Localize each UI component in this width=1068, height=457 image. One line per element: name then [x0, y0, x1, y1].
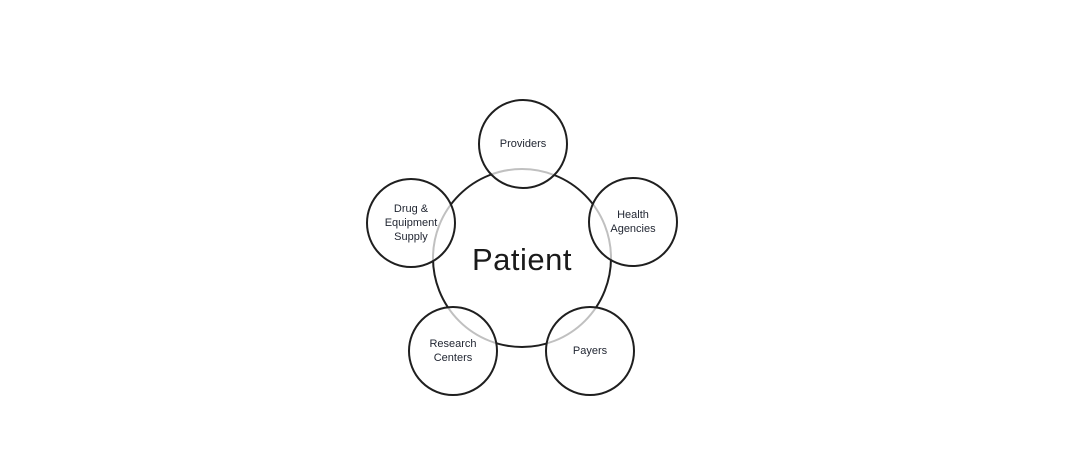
satellite-circle-health-agencies: Health Agencies	[588, 177, 678, 267]
satellite-circle-drug-equipment-supply: Drug & Equipment Supply	[366, 178, 456, 268]
drug-equipment-supply-label: Drug & Equipment Supply	[384, 202, 438, 244]
research-centers-label: Research Centers	[429, 337, 477, 364]
patient-label: Patient	[471, 241, 572, 277]
health-agencies-label: Health Agencies	[610, 208, 656, 235]
providers-label: Providers	[499, 137, 547, 150]
satellite-circle-research-centers: Research Centers	[408, 306, 498, 396]
payers-label: Payers	[572, 344, 608, 357]
satellite-circle-payers: Payers	[545, 306, 635, 396]
satellite-circle-providers: Providers	[478, 99, 568, 189]
